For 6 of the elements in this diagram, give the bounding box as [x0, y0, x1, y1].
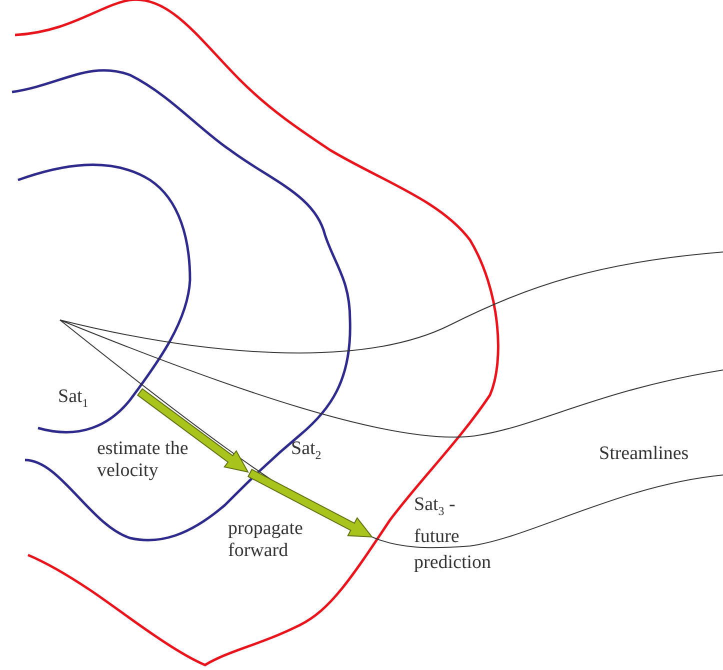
streamline-label: Streamlines [599, 443, 690, 465]
step-label: propagate forward [228, 518, 304, 562]
front-label: Sat$_{1}$ [58, 386, 90, 412]
front-label: Sat$_{2}$ [291, 438, 322, 464]
front-label: Sat$_{3}$ - future prediction [414, 493, 492, 575]
step-label: estimate the velocity [97, 438, 190, 482]
